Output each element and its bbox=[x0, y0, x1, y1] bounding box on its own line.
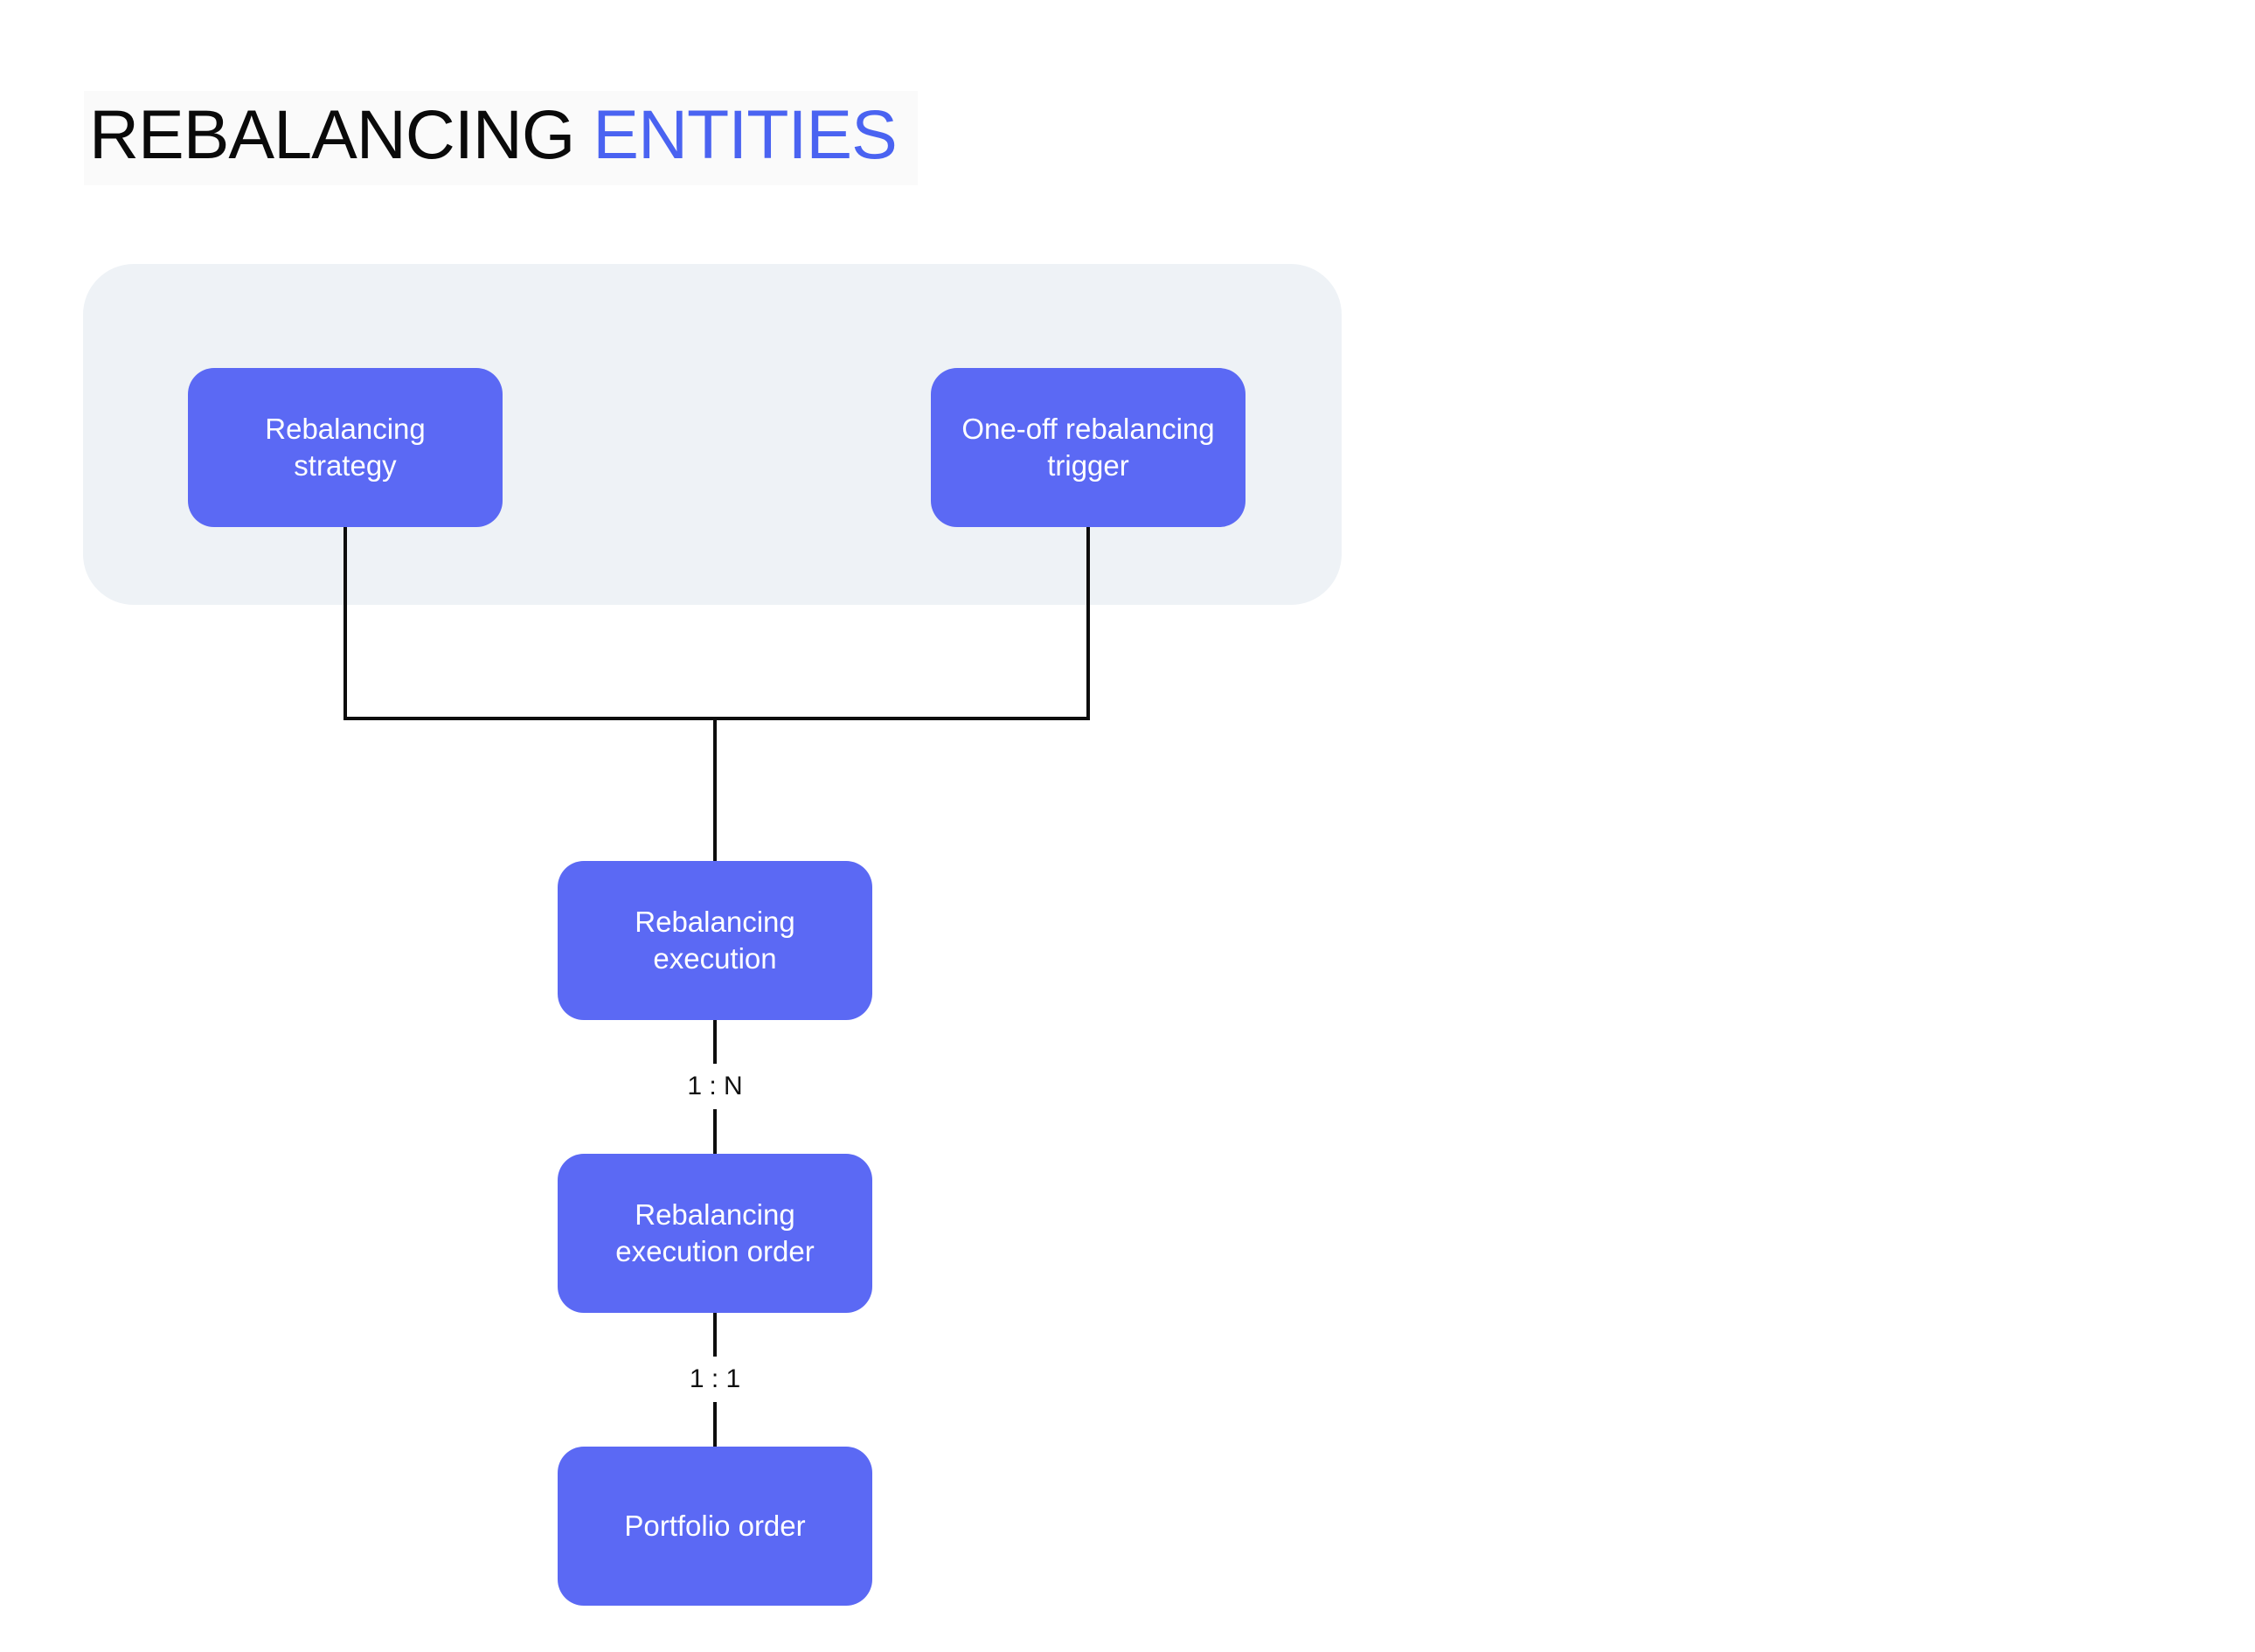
page-title-black-part: REBALANCING bbox=[89, 95, 593, 173]
page-title-highlight: REBALANCING ENTITIES bbox=[84, 91, 918, 186]
connector-elbow-to-execution bbox=[713, 720, 717, 861]
page-title: REBALANCING ENTITIES bbox=[84, 91, 918, 186]
node-one-off-rebalancing-trigger[interactable]: One-off rebalancing trigger bbox=[931, 368, 1245, 527]
node-rebalancing-execution[interactable]: Rebalancing execution bbox=[558, 861, 872, 1020]
node-rebalancing-execution-order[interactable]: Rebalancing execution order bbox=[558, 1154, 872, 1313]
connector-elbow-horizontal bbox=[343, 717, 1090, 720]
connector-trigger-to-elbow bbox=[1086, 526, 1090, 720]
node-portfolio-order[interactable]: Portfolio order bbox=[558, 1447, 872, 1606]
connector-strategy-to-elbow bbox=[343, 526, 347, 720]
node-rebalancing-strategy[interactable]: Rebalancing strategy bbox=[188, 368, 503, 527]
connector-order-to-portfolio-lower bbox=[713, 1402, 717, 1447]
connector-execution-to-order-upper bbox=[713, 1020, 717, 1064]
connector-execution-to-order-lower bbox=[713, 1109, 717, 1154]
cardinality-label-1-n: 1 : N bbox=[680, 1072, 750, 1101]
cardinality-label-1-1: 1 : 1 bbox=[682, 1364, 748, 1394]
connector-order-to-portfolio-upper bbox=[713, 1313, 717, 1357]
page-title-accent-part: ENTITIES bbox=[593, 95, 898, 173]
